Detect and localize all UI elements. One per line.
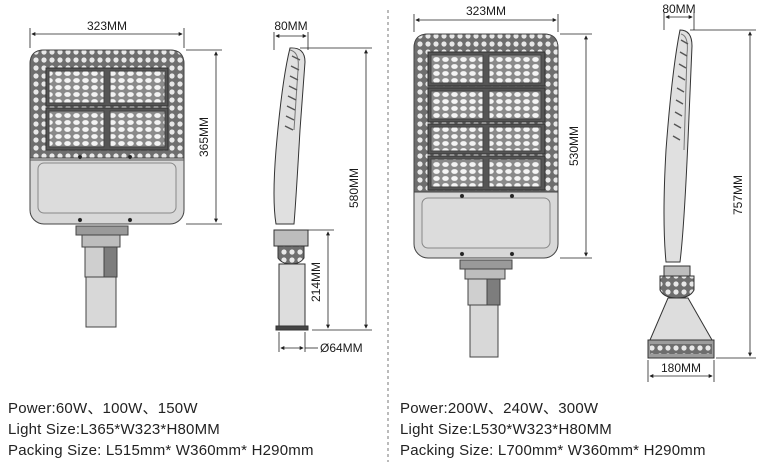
right-total-height-label: 757MM xyxy=(731,175,745,215)
left-depth-label: 80MM xyxy=(274,19,307,33)
right-height-label: 530MM xyxy=(567,126,581,166)
right-packing-size-text: Packing Size: L700mm* W360mm* H290mm xyxy=(400,442,706,459)
left-pole-diameter-label: Ø64MM xyxy=(320,341,363,355)
left-specs: Power:60W、100W、150W Light Size:L365*W323… xyxy=(8,398,314,461)
left-power-text: Power:60W、100W、150W xyxy=(8,400,198,417)
right-base-width-dimension: 180MM xyxy=(647,360,715,382)
left-depth-dimension: 80MM xyxy=(273,19,309,50)
right-side-view xyxy=(647,29,715,359)
left-width-dimension: 323MM xyxy=(29,19,185,48)
right-base-width-label: 180MM xyxy=(661,361,701,375)
left-pole-diameter-dimension: Ø64MM xyxy=(278,332,363,355)
right-light-size-text: Light Size:L530*W323*H80MM xyxy=(400,421,612,438)
right-width-dimension: 323MM xyxy=(413,4,559,32)
right-total-height-dimension: 757MM xyxy=(690,29,756,359)
right-height-dimension: 530MM xyxy=(560,33,592,259)
left-height-dimension: 365MM xyxy=(186,49,222,225)
left-total-height-label: 580MM xyxy=(347,168,361,208)
left-bracket-height-dimension: 214MM xyxy=(308,229,334,329)
left-total-height-dimension: 580MM xyxy=(300,47,372,331)
left-light-size-text: Light Size:L365*W323*H80MM xyxy=(8,421,220,438)
right-width-label: 323MM xyxy=(466,4,506,18)
right-depth-label: 80MM xyxy=(662,2,695,16)
left-front-view xyxy=(29,49,185,328)
left-side-view xyxy=(273,47,309,331)
left-packing-size-text: Packing Size: L515mm* W360mm* H290mm xyxy=(8,442,314,459)
right-power-text: Power:200W、240W、300W xyxy=(400,400,599,417)
left-width-label: 323MM xyxy=(87,19,127,33)
right-depth-dimension: 80MM xyxy=(662,2,696,30)
right-front-view xyxy=(413,33,559,358)
right-specs: Power:200W、240W、300W Light Size:L530*W32… xyxy=(400,398,706,461)
left-height-label: 365MM xyxy=(197,117,211,157)
left-bracket-height-label: 214MM xyxy=(309,262,323,302)
